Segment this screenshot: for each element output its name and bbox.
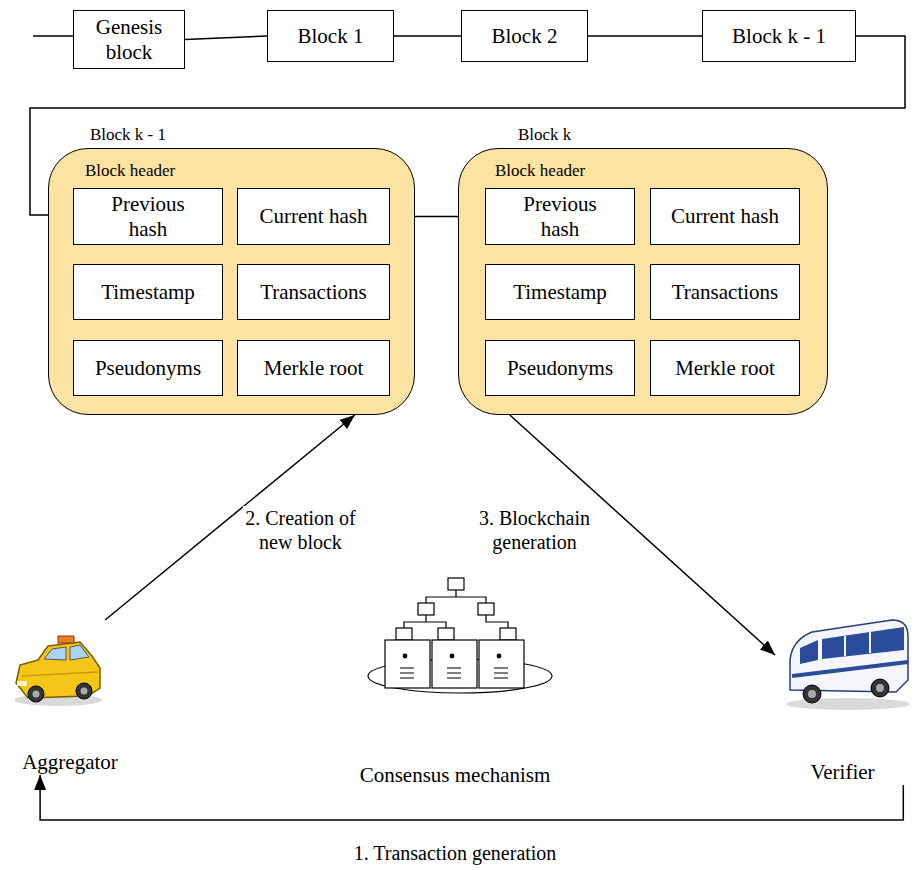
- box-label: Previous hash: [505, 192, 615, 240]
- block-box: Block 1: [267, 10, 394, 62]
- box-label: Transactions: [672, 280, 779, 304]
- box-label: Genesis block: [74, 15, 184, 63]
- box-label: Block k - 1: [732, 24, 826, 48]
- block-group: Block k Block headerPrevious hash Current …: [458, 125, 828, 415]
- block-heading: Block k - 1: [90, 125, 166, 145]
- box-label: Pseudonyms: [507, 356, 613, 380]
- edge-label: 3. Blockchain generation: [462, 506, 607, 554]
- block-box: Genesis block: [73, 10, 185, 69]
- field-box: Transactions: [650, 264, 800, 320]
- chain-lead-line: [33, 35, 73, 37]
- box-label: Timestamp: [513, 280, 607, 304]
- field-box: Previous hash: [73, 188, 223, 245]
- field-box: Transactions: [237, 264, 390, 320]
- server-cluster-icon: [368, 578, 552, 693]
- box-label: Previous hash: [93, 192, 203, 240]
- bus-icon: [786, 620, 910, 710]
- icon-label: Consensus mechanism: [320, 763, 590, 788]
- verifier-node: Verifier: [775, 615, 910, 785]
- edge-label: 1. Transaction generation: [295, 841, 615, 865]
- field-box: Pseudonyms: [485, 340, 635, 396]
- field-box: Previous hash: [485, 188, 635, 245]
- header-label: Block header: [495, 161, 585, 181]
- connector: [394, 35, 461, 37]
- block-box: Block k - 1: [702, 10, 856, 62]
- header-label: Block header: [85, 161, 175, 181]
- edge-label: 2. Creation of new block: [243, 506, 358, 554]
- box-label: Current hash: [671, 204, 779, 228]
- connector: [588, 35, 702, 37]
- box-label: Timestamp: [101, 280, 195, 304]
- box-label: Transactions: [260, 280, 367, 304]
- box-label: Merkle root: [264, 356, 364, 380]
- box-label: Block 1: [298, 24, 364, 48]
- icon-label: Aggregator: [5, 750, 135, 775]
- block-group: Block k - 1 Block headerPrevious hash Curr…: [48, 125, 415, 415]
- aggregator-node: Aggregator: [5, 620, 135, 775]
- field-box: Current hash: [237, 188, 390, 245]
- box-label: Block 2: [492, 24, 558, 48]
- box-label: Current hash: [260, 204, 368, 228]
- field-box: Merkle root: [237, 340, 390, 396]
- block-box: Block 2: [461, 10, 588, 62]
- field-box: Pseudonyms: [73, 340, 223, 396]
- connector: [185, 36, 267, 40]
- block-heading: Block k: [518, 125, 571, 145]
- field-box: Timestamp: [73, 264, 223, 320]
- box-label: Merkle root: [675, 356, 775, 380]
- taxi-icon: [14, 636, 102, 706]
- field-box: Current hash: [650, 188, 800, 245]
- field-box: Timestamp: [485, 264, 635, 320]
- consensus-node: Consensus mechanism: [320, 572, 590, 788]
- icon-label: Verifier: [775, 760, 910, 785]
- field-box: Merkle root: [650, 340, 800, 396]
- box-label: Pseudonyms: [95, 356, 201, 380]
